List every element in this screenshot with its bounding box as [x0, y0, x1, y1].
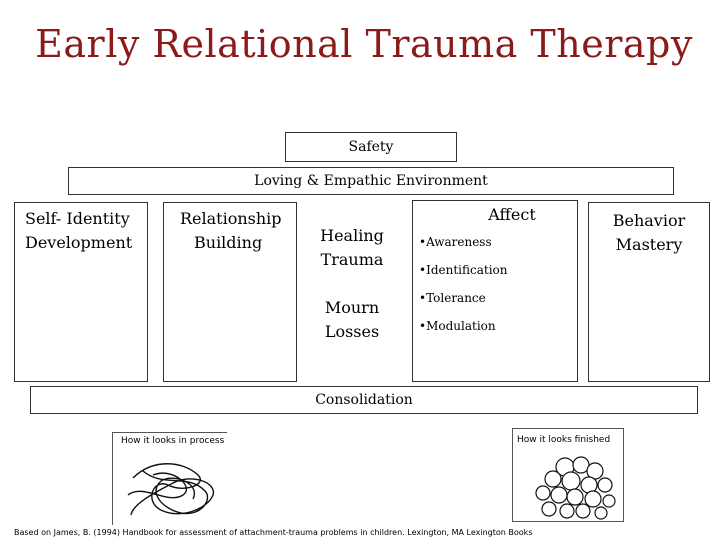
consolidation-box: Consolidation: [30, 386, 698, 414]
self-identity-box: Self- Identity Development: [14, 202, 148, 382]
safety-box: Safety: [285, 132, 457, 162]
affect-list: Awareness Identification Tolerance Modul…: [413, 228, 577, 340]
affect-box: Affect Awareness Identification Toleranc…: [412, 200, 578, 382]
affect-item: Modulation: [419, 312, 577, 340]
behavior-box: Behavior Mastery: [588, 202, 710, 382]
healing-text: Healing Trauma Mourn Losses: [300, 224, 404, 344]
finished-sketch: How it looks finished: [512, 428, 624, 522]
process-sketch: How it looks in process: [112, 432, 227, 525]
affect-title: Affect: [488, 205, 536, 224]
healing-line1: Healing: [320, 226, 384, 245]
relationship-box: Relationship Building: [163, 202, 297, 382]
healing-line3: Mourn: [324, 298, 380, 317]
finished-sketch-label: How it looks finished: [517, 435, 611, 445]
consolidation-label: Consolidation: [315, 392, 413, 408]
tangled-scribble-icon: [127, 463, 214, 516]
behavior-line2: Mastery: [615, 235, 683, 254]
circle-cluster-icon: [535, 456, 616, 520]
relationship-line2: Building: [194, 233, 263, 252]
affect-item: Identification: [419, 256, 577, 284]
self-identity-line1: Self- Identity: [25, 209, 130, 228]
environment-label: Loving & Empathic Environment: [254, 173, 488, 189]
safety-label: Safety: [348, 139, 394, 155]
healing-line4: Losses: [324, 322, 380, 341]
healing-line2: Trauma: [320, 250, 384, 269]
citation-footer: Based on James, B. (1994) Handbook for a…: [14, 528, 533, 537]
affect-item: Awareness: [419, 228, 577, 256]
affect-item: Tolerance: [419, 284, 577, 312]
process-sketch-label: How it looks in process: [121, 436, 225, 446]
behavior-line1: Behavior: [612, 211, 686, 230]
self-identity-line2: Development: [25, 233, 133, 252]
page-title: Early Relational Trauma Therapy: [35, 22, 693, 66]
relationship-line1: Relationship: [180, 209, 282, 228]
environment-box: Loving & Empathic Environment: [68, 167, 674, 195]
